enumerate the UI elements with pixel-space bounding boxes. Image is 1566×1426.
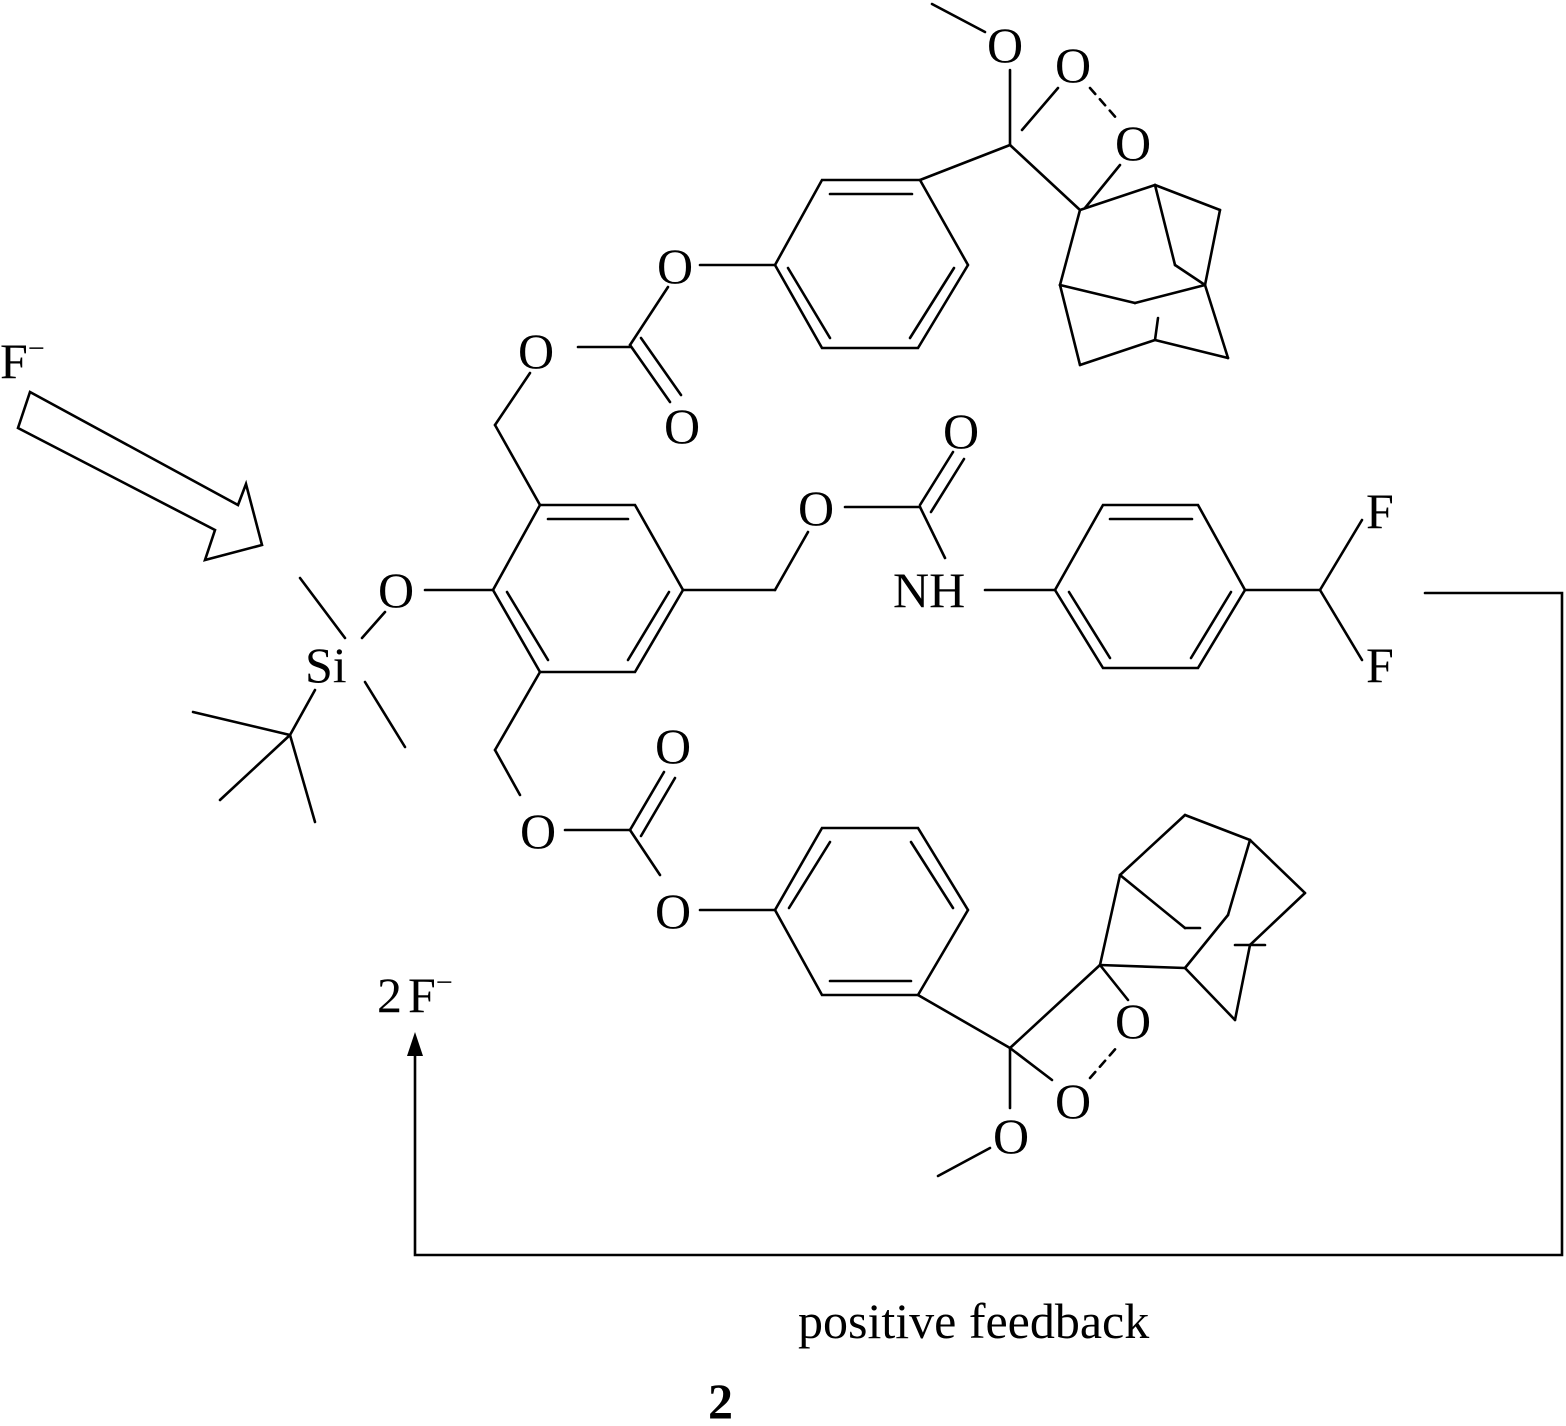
fluoride-charge: − <box>28 332 45 365</box>
atom-O: O <box>987 17 1023 73</box>
atom-F: F <box>1366 483 1394 539</box>
atom-O: O <box>1115 115 1151 171</box>
atom-O: O <box>655 718 691 774</box>
fluoride-symbol: F <box>0 333 28 389</box>
atom-O: O <box>657 238 693 294</box>
atom-O: O <box>664 398 700 454</box>
feedback-arrow <box>407 591 1564 1257</box>
atom-O: O <box>1055 37 1091 93</box>
atom-O: O <box>655 883 691 939</box>
atom-Si: Si <box>305 637 347 693</box>
fluoride-attack-arrow <box>16 390 264 562</box>
product-coefficient: 2 <box>377 967 402 1023</box>
atom-labels: O O O O O O O O NH F F O Si O O O O O O <box>305 17 1394 1164</box>
atom-O: O <box>798 480 834 536</box>
product-charge: − <box>436 966 453 999</box>
atom-O: O <box>378 562 414 618</box>
atom-O: O <box>943 403 979 459</box>
atom-O: O <box>1055 1073 1091 1129</box>
atom-NH: NH <box>893 562 965 618</box>
bonds <box>191 2 1364 1178</box>
atom-F: F <box>1366 637 1394 693</box>
feedback-label: positive feedback <box>798 1293 1149 1349</box>
atom-O: O <box>1115 993 1151 1049</box>
atom-O: O <box>520 803 556 859</box>
atom-O: O <box>518 323 554 379</box>
product-symbol: F <box>408 967 436 1023</box>
fluoride-reagent: F− <box>0 332 45 389</box>
compound-number: 2 <box>708 1373 733 1426</box>
atom-O: O <box>993 1108 1029 1164</box>
